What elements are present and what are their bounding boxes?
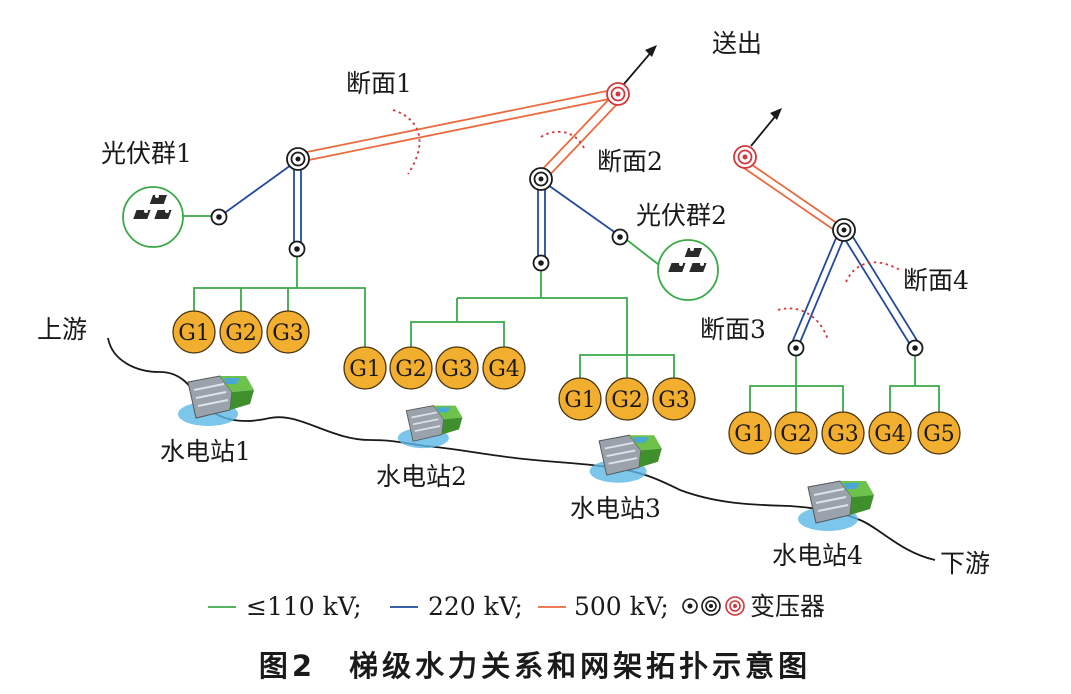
downstream-label: 下游 xyxy=(940,549,990,578)
transformer-t2-icon xyxy=(529,167,553,191)
line-220kv-t3-right xyxy=(840,232,912,347)
transformer-t1-icon xyxy=(286,147,310,171)
transformer-500kv-top-icon xyxy=(606,82,630,106)
svg-text:G1: G1 xyxy=(734,422,766,447)
line-220kv-t3-left-b xyxy=(797,232,847,348)
station3-generator: G1 xyxy=(558,377,602,421)
line-500kv-t1-top xyxy=(296,88,618,155)
legend-110kv-label: ≤110 kV; xyxy=(246,592,362,621)
station4-generator: G3 xyxy=(821,411,865,455)
line-220kv-t3-left xyxy=(790,230,840,346)
svg-text:G5: G5 xyxy=(923,422,955,447)
station4-label: 水电站4 xyxy=(772,541,863,570)
bus-station4-right xyxy=(889,385,940,412)
legend-220kv-label: 220 kV; xyxy=(428,592,523,621)
transformer-500kv-right-icon xyxy=(733,145,757,169)
svg-text:G2: G2 xyxy=(780,422,812,447)
station2-label: 水电站2 xyxy=(376,462,467,491)
svg-text:G3: G3 xyxy=(658,388,690,413)
right-out-arrow-line xyxy=(750,112,779,147)
svg-text:G3: G3 xyxy=(827,422,859,447)
upstream-label: 上游 xyxy=(37,315,87,344)
station2-generator: G4 xyxy=(482,346,526,390)
bus-station2 xyxy=(410,321,505,348)
svg-text:G2: G2 xyxy=(225,321,257,346)
transformer-station2-icon xyxy=(532,254,550,272)
station1-generator: G3 xyxy=(266,310,310,354)
bus-station3 xyxy=(579,354,675,380)
station4-generator: G2 xyxy=(774,411,818,455)
svg-text:G3: G3 xyxy=(441,357,473,382)
transformer-station4-left-icon xyxy=(787,339,805,357)
station3-generator: G2 xyxy=(605,377,649,421)
transformer-pv2-icon xyxy=(611,228,629,246)
svg-text:G2: G2 xyxy=(611,388,643,413)
hydro-station4-icon xyxy=(798,480,874,531)
station1-label: 水电站1 xyxy=(160,437,251,466)
svg-text:G4: G4 xyxy=(874,422,906,447)
hydro-station3-icon xyxy=(589,434,662,483)
bus-station2-main xyxy=(457,297,628,380)
line-500kv-t1-top-b xyxy=(298,96,620,163)
station1-generator: G2 xyxy=(219,310,263,354)
station1-generator: G1 xyxy=(172,310,216,354)
legend: ≤110 kV; 220 kV; 500 kV; 变压器 xyxy=(208,592,825,621)
section4-label: 断面4 xyxy=(903,266,969,295)
svg-text:G4: G4 xyxy=(488,357,520,382)
section2-label: 断面2 xyxy=(597,147,663,176)
send-out-arrow-head xyxy=(645,45,657,57)
right-out-arrow-head xyxy=(770,108,782,120)
legend-transformer-triple-icon xyxy=(701,596,721,616)
legend-transformer-label: 变压器 xyxy=(750,592,825,621)
station3-generator: G3 xyxy=(652,377,696,421)
transformer-station4-right-icon xyxy=(906,339,924,357)
section3-label: 断面3 xyxy=(700,315,766,344)
line-500kv-right xyxy=(744,159,842,227)
send-out-arrow-line xyxy=(623,49,654,85)
legend-500kv-label: 500 kV; xyxy=(574,592,669,621)
station4-generator: G4 xyxy=(868,411,912,455)
station4-generator: G1 xyxy=(728,411,772,455)
legend-transformer-small-icon xyxy=(682,598,698,614)
hydro-station1-icon xyxy=(178,375,254,426)
svg-text:G1: G1 xyxy=(564,388,596,413)
line-220kv-t1-pv1 xyxy=(218,159,299,218)
svg-text:G1: G1 xyxy=(349,357,381,382)
pv-group2-icon xyxy=(657,239,719,301)
legend-transformer-red-icon xyxy=(725,596,745,616)
section1-label: 断面1 xyxy=(346,69,412,98)
line-220kv-t3-right-b xyxy=(847,228,919,343)
station2-generator: G2 xyxy=(389,346,433,390)
pv-group2-label: 光伏群2 xyxy=(636,201,727,230)
bus-station1 xyxy=(193,287,366,355)
section3-arc xyxy=(777,307,829,341)
line-500kv-t2-top-b xyxy=(543,99,622,182)
pv-group1-icon xyxy=(122,186,184,248)
svg-text:G1: G1 xyxy=(178,321,210,346)
pv-group1-label: 光伏群1 xyxy=(101,139,192,168)
send-out-label: 送出 xyxy=(712,29,762,58)
svg-text:G2: G2 xyxy=(395,357,427,382)
transformer-pv1-icon xyxy=(210,208,228,226)
station2-generator: G3 xyxy=(435,346,479,390)
figure-caption: 图2 梯级水力关系和网架拓扑示意图 xyxy=(259,649,811,683)
station2-generator: G1 xyxy=(343,346,387,390)
line-110kv-pv2 xyxy=(626,239,664,269)
transformer-station1-icon xyxy=(288,240,306,258)
line-500kv-t2-top xyxy=(535,94,614,177)
transformer-t3-icon xyxy=(832,218,856,242)
line-220kv-t2-pv2 xyxy=(540,179,621,237)
station3-label: 水电站3 xyxy=(570,494,661,523)
hydro-station2-icon xyxy=(397,405,463,449)
section2-arc xyxy=(540,130,585,149)
svg-text:G3: G3 xyxy=(272,321,304,346)
section1-arc xyxy=(392,109,421,175)
line-500kv-right-b xyxy=(740,165,838,233)
station4-generator: G5 xyxy=(917,411,961,455)
section4-arc xyxy=(845,261,901,283)
